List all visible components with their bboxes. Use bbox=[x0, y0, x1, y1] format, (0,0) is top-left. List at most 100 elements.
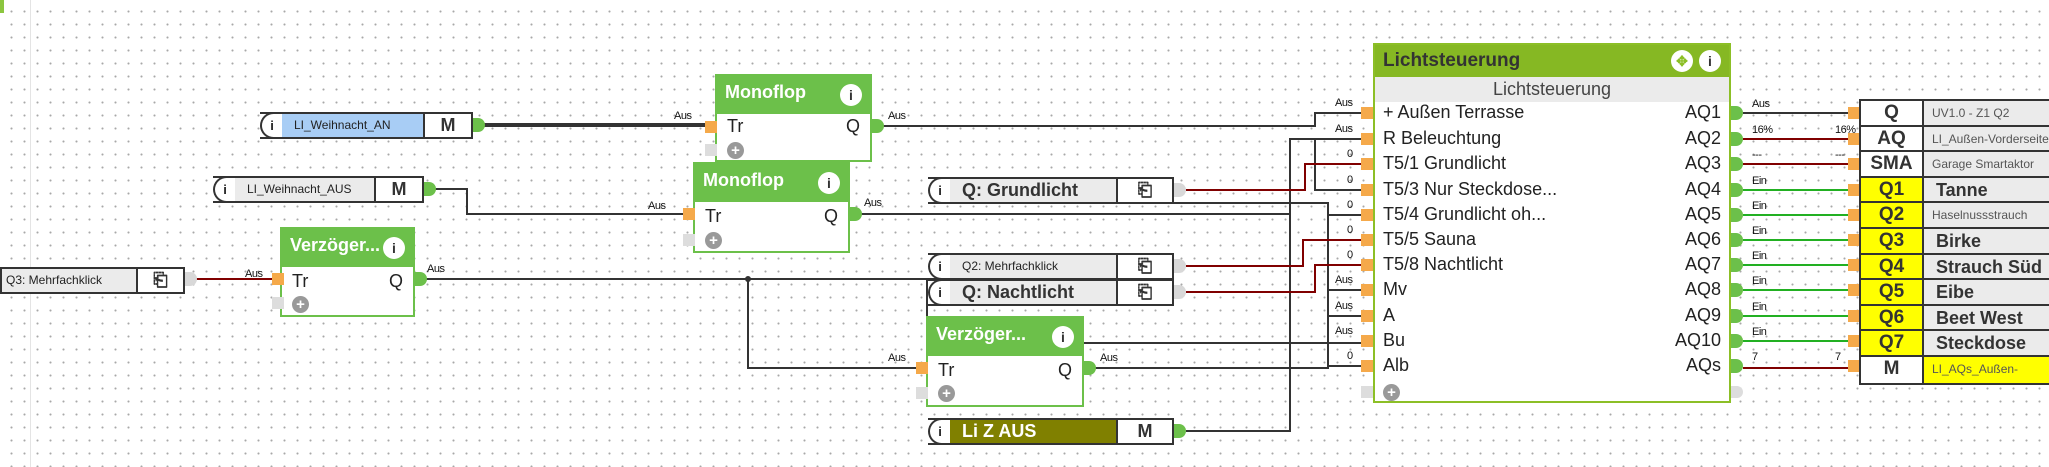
output-row[interactable]: Q4 Strauch Süd bbox=[1861, 254, 2049, 281]
input-pin-empty[interactable] bbox=[1361, 386, 1373, 398]
input-pin[interactable] bbox=[1848, 310, 1860, 322]
input-pin-empty[interactable] bbox=[916, 387, 928, 399]
output-row[interactable]: AQ LI_Außen-Vorderseite bbox=[1861, 126, 2049, 153]
output-pin[interactable] bbox=[415, 272, 427, 286]
info-icon[interactable]: i bbox=[383, 237, 405, 259]
output-pin[interactable] bbox=[1731, 258, 1743, 272]
output-pin[interactable] bbox=[872, 119, 884, 133]
input-pin[interactable] bbox=[683, 208, 695, 220]
input-pin[interactable] bbox=[1848, 360, 1860, 372]
output-row[interactable]: Q2 Haselnussstrauch bbox=[1861, 203, 2049, 229]
info-icon[interactable]: i bbox=[840, 84, 862, 106]
ref-grundlicht[interactable]: i Q: Grundlicht ⎗ bbox=[928, 177, 1174, 204]
input-pin[interactable] bbox=[1361, 158, 1373, 170]
ref-weihnacht-an[interactable]: i LI_Weihnacht_AN M bbox=[260, 112, 473, 139]
info-icon[interactable]: i bbox=[928, 279, 950, 306]
info-icon[interactable]: i bbox=[818, 172, 840, 194]
output-row[interactable]: Q1 Tanne bbox=[1861, 177, 2049, 204]
ref-nachtlicht[interactable]: i Q: Nachtlicht ⎗ bbox=[928, 279, 1174, 306]
input-pin-empty[interactable] bbox=[683, 234, 695, 246]
output-pin[interactable] bbox=[1731, 208, 1743, 222]
input-pin[interactable] bbox=[1848, 209, 1860, 221]
add-input-icon[interactable]: + bbox=[727, 142, 744, 159]
output-row[interactable]: Q5 Eibe bbox=[1861, 280, 2049, 306]
output-pin[interactable] bbox=[1731, 309, 1743, 323]
output-pin[interactable] bbox=[185, 272, 197, 286]
output-pin[interactable] bbox=[1731, 106, 1743, 120]
output-row[interactable]: Q7 Steckdose bbox=[1861, 331, 2049, 357]
input-pin[interactable] bbox=[1361, 284, 1373, 296]
input-pin[interactable] bbox=[1848, 259, 1860, 271]
output-pin[interactable] bbox=[1731, 359, 1743, 373]
info-icon[interactable]: i bbox=[213, 176, 235, 203]
output-pin[interactable] bbox=[1731, 132, 1743, 146]
ref-q3-mehrfachklick[interactable]: Q3: Mehrfachklick ⎗ bbox=[0, 267, 185, 294]
input-pin-empty[interactable] bbox=[272, 297, 284, 309]
output-pin[interactable] bbox=[1174, 259, 1186, 273]
input-pin[interactable] bbox=[1361, 310, 1373, 322]
input-value-label: Aus bbox=[1335, 274, 1353, 286]
output-row[interactable]: Q3 Birke bbox=[1861, 228, 2049, 255]
add-input-icon[interactable]: + bbox=[705, 232, 722, 249]
info-icon[interactable]: i bbox=[260, 112, 282, 139]
input-pin[interactable] bbox=[1361, 234, 1373, 246]
output-pin[interactable] bbox=[1174, 424, 1186, 438]
output-pin[interactable] bbox=[424, 182, 436, 196]
ref-li-z-aus[interactable]: i Li Z AUS M bbox=[928, 418, 1174, 445]
output-pin-empty[interactable] bbox=[1731, 386, 1743, 398]
lichtsteuerung-block[interactable]: Lichtsteuerung ✥ i Lichtsteuerung bbox=[1373, 43, 1731, 403]
output-pin[interactable] bbox=[1731, 334, 1743, 348]
output-pin[interactable] bbox=[1731, 233, 1743, 247]
output-pin[interactable] bbox=[1174, 285, 1186, 299]
output-pin[interactable] bbox=[1731, 183, 1743, 197]
input-pin[interactable] bbox=[1361, 184, 1373, 196]
output-row[interactable]: Q UV1.0 - Z1 Q2 bbox=[1861, 101, 2049, 127]
add-input-icon[interactable]: + bbox=[938, 385, 955, 402]
ref-weihnacht-aus[interactable]: i LI_Weihnacht_AUS M bbox=[213, 176, 424, 203]
output-row[interactable]: Q6 Beet West bbox=[1861, 305, 2049, 332]
add-input-icon[interactable]: + bbox=[292, 296, 309, 313]
input-pin[interactable] bbox=[1361, 360, 1373, 372]
input-pin[interactable] bbox=[1848, 234, 1860, 246]
input-pin[interactable] bbox=[1361, 107, 1373, 119]
info-icon[interactable]: i bbox=[928, 253, 950, 280]
input-pin-empty[interactable] bbox=[705, 144, 717, 156]
ref-q2-mehrfachklick[interactable]: i Q2: Mehrfachklick ⎗ bbox=[928, 253, 1174, 280]
input-pin[interactable] bbox=[705, 121, 717, 133]
input-pin[interactable] bbox=[1848, 335, 1860, 347]
input-pin[interactable] bbox=[916, 362, 928, 374]
input-pin[interactable] bbox=[1848, 284, 1860, 296]
page-border-line bbox=[30, 0, 31, 467]
info-icon[interactable]: i bbox=[928, 177, 950, 204]
output-row[interactable]: SMA Garage Smartaktor bbox=[1861, 152, 2049, 178]
output-pin[interactable] bbox=[1084, 361, 1096, 375]
info-icon[interactable]: i bbox=[928, 418, 950, 445]
wire-label: Aus bbox=[1100, 352, 1118, 364]
info-icon[interactable]: i bbox=[1052, 326, 1074, 348]
input-pin[interactable] bbox=[1848, 133, 1860, 145]
input-pin[interactable] bbox=[1361, 259, 1373, 271]
output-pin[interactable] bbox=[1174, 183, 1186, 197]
input-pin[interactable] bbox=[1361, 209, 1373, 221]
input-pin[interactable] bbox=[1361, 335, 1373, 347]
output-pin[interactable] bbox=[1731, 283, 1743, 297]
ref-type: M bbox=[1116, 420, 1172, 443]
output-pin[interactable] bbox=[473, 118, 485, 132]
info-icon[interactable]: i bbox=[1699, 50, 1721, 72]
input-pin[interactable] bbox=[1848, 158, 1860, 170]
output-pin[interactable] bbox=[850, 207, 862, 221]
move-icon[interactable]: ✥ bbox=[1671, 50, 1693, 72]
output-row[interactable]: M LI_AQs_Außen- bbox=[1861, 356, 2049, 383]
input-pin[interactable] bbox=[1848, 184, 1860, 196]
add-input-icon[interactable]: + bbox=[1383, 384, 1400, 401]
input-pin[interactable] bbox=[1361, 133, 1373, 145]
input-pin[interactable] bbox=[1848, 107, 1860, 119]
output-pin[interactable] bbox=[1731, 157, 1743, 171]
input-pin[interactable] bbox=[272, 273, 284, 285]
